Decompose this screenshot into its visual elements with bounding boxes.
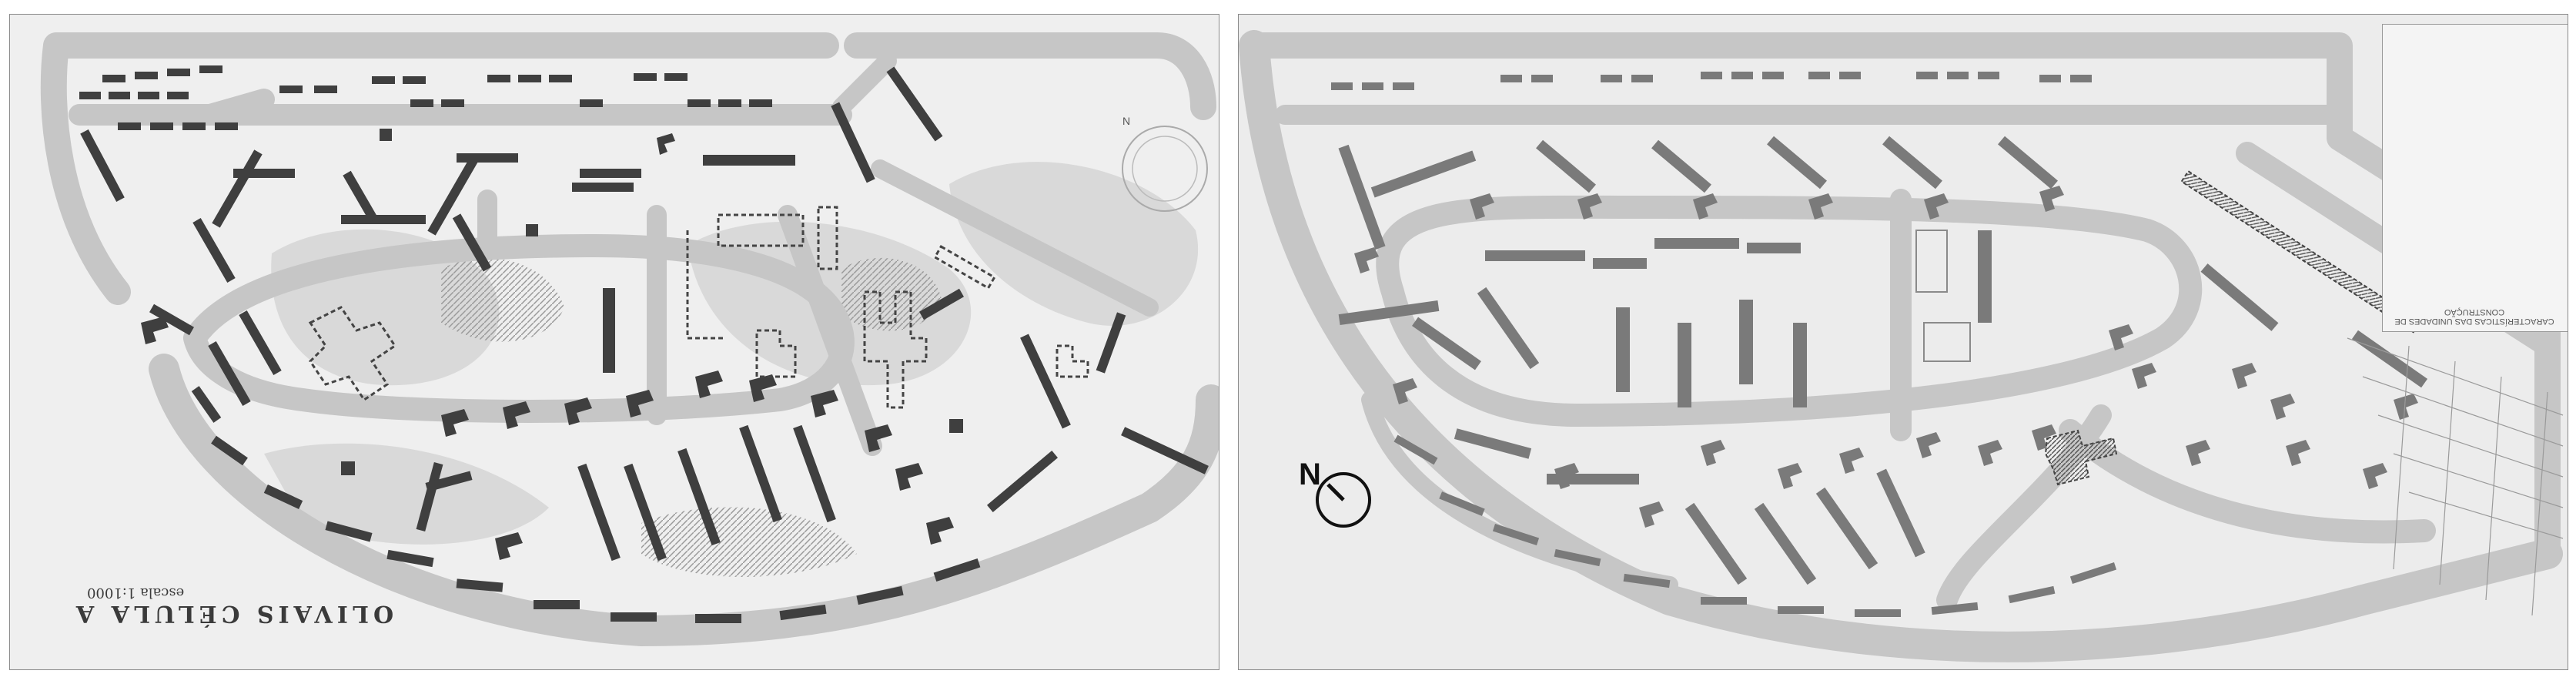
- plan-title: OLIVAIS CÉLULA A: [72, 600, 394, 627]
- buildings-alternative: [1331, 72, 2428, 617]
- planned-blocks-b: [1915, 169, 2422, 486]
- compass-circle: [1122, 126, 1208, 212]
- road-network: [40, 32, 1219, 646]
- legend-caption: CARACTERÍSTICAS DAS UNIDADES DE CONSTRUÇ…: [2394, 307, 2554, 326]
- site-plan-drawing-a: [40, 32, 1219, 646]
- legend-table: [2382, 24, 2568, 332]
- parcel-grid: [2347, 337, 2564, 616]
- north-arrow-label: N: [1299, 458, 1321, 491]
- north-arrow: [1316, 472, 1371, 528]
- site-plan-cell-a: OLIVAIS CÉLULA A escala 1:1000 N: [9, 14, 1219, 670]
- buildings-cell-a: [79, 65, 1209, 623]
- plan-scale: escala 1:1000: [87, 585, 185, 601]
- site-plan-drawing-b: [1239, 30, 2564, 662]
- site-plan-alternative: N CARACTERÍSTICAS DAS UNIDADES DE CONSTR…: [1238, 14, 2568, 670]
- compass-north-mark: N: [1122, 115, 1131, 127]
